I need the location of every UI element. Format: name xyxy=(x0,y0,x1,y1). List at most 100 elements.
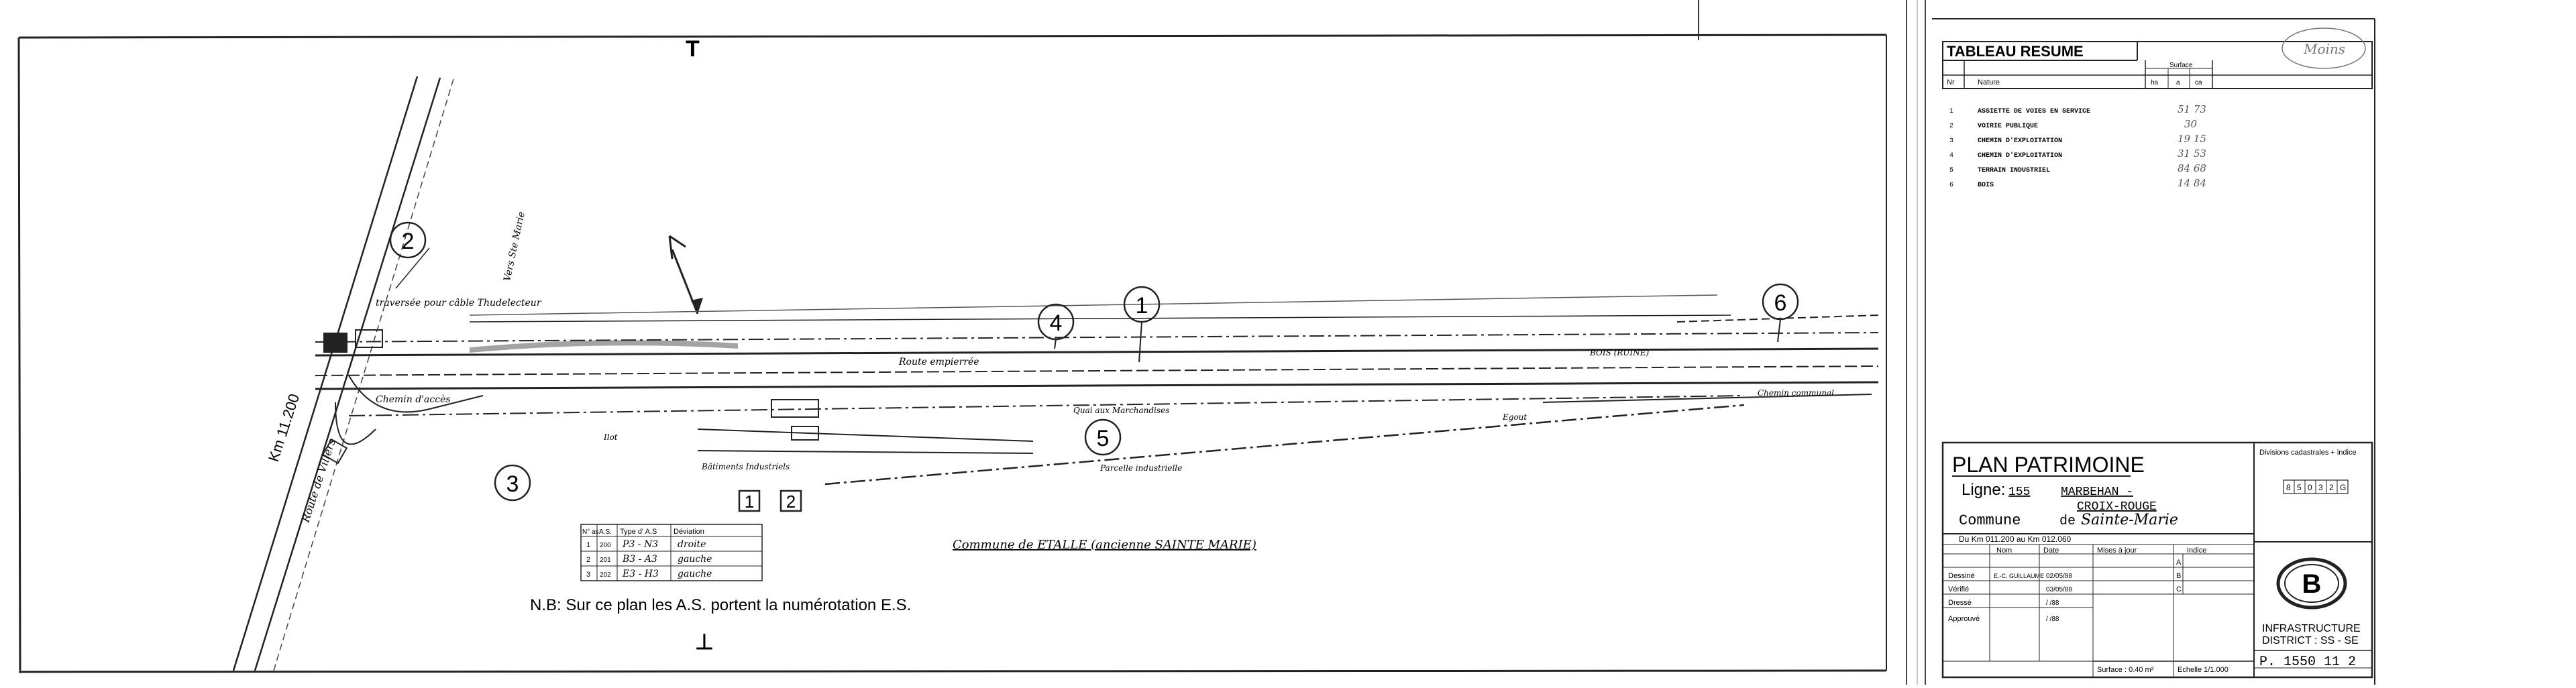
svg-text:201: 201 xyxy=(600,557,611,564)
svg-text:Vérifié: Vérifié xyxy=(1948,585,1969,593)
summary-row: 3 CHEMIN D'EXPLOITATION 19 15 xyxy=(1949,133,2206,145)
svg-text:A.S.: A.S. xyxy=(599,528,612,536)
svg-text:19 15: 19 15 xyxy=(2178,133,2206,145)
ilot-label: Ilot xyxy=(603,433,618,442)
scale-value: Echelle 1/1.000 xyxy=(2178,666,2229,674)
north-mark-bottom: ⊥ xyxy=(695,630,714,654)
road-left xyxy=(232,76,454,671)
svg-text:E.-C. GUILLAUME: E.-C. GUILLAUME xyxy=(1994,573,2044,579)
bois-label: BOIS (RUINE) xyxy=(1589,348,1649,357)
svg-text:gauche: gauche xyxy=(678,554,712,565)
sncb-logo-icon: B xyxy=(2276,557,2347,610)
north-arrow-icon xyxy=(668,235,703,314)
svg-text:5: 5 xyxy=(2297,483,2302,492)
svg-text:BOIS: BOIS xyxy=(1978,182,1994,189)
ligne-from: MARBEHAN - xyxy=(2061,485,2133,499)
svg-text:8: 8 xyxy=(2286,483,2291,492)
svg-text:/ /88: / /88 xyxy=(2046,599,2059,607)
svg-text:A: A xyxy=(2176,559,2182,567)
ligne-to: CROIX-ROUGE xyxy=(2077,500,2157,514)
approval-row: Approuvé / /88 xyxy=(1948,615,2059,623)
chemin-label: Chemin d'accès xyxy=(376,394,451,405)
ecoulement-label: Egout xyxy=(1502,412,1527,422)
circled-label: 2 xyxy=(389,221,427,259)
crossing-label: traversée pour câble Thudelecteur xyxy=(376,298,542,308)
plan-number: P. 1550 11 2 xyxy=(2259,654,2356,670)
svg-text:5: 5 xyxy=(1949,167,1953,174)
svg-text:03/05/88: 03/05/88 xyxy=(2046,586,2072,593)
approval-row: Dessiné E.-C. GUILLAUME 02/05/88 xyxy=(1948,572,2072,580)
circled-label: 6 xyxy=(1762,283,1799,343)
svg-text:Nom: Nom xyxy=(1996,547,2012,555)
route-label: Route empierrée xyxy=(898,357,979,367)
communal-label: Chemin communal xyxy=(1758,388,1834,398)
svg-text:P3 - N3: P3 - N3 xyxy=(622,539,658,550)
svg-text:2: 2 xyxy=(1949,123,1953,130)
railway-tracks xyxy=(315,294,1879,485)
summary-row: 5 TERRAIN INDUSTRIEL 84 68 xyxy=(1949,162,2206,174)
svg-text:202: 202 xyxy=(600,571,611,579)
svg-text:a: a xyxy=(2176,79,2180,87)
summary-row: 2 VOIRIE PUBLIQUE 30 xyxy=(1949,118,2198,130)
district-line2: DISTRICT : SS - SE xyxy=(2262,635,2359,646)
svg-text:1: 1 xyxy=(1136,293,1148,319)
circled-label: 1 xyxy=(1123,286,1161,363)
parcel-label: Parcelle industrielle xyxy=(1099,463,1182,473)
divisions-label: Divisions cadastrales + indice xyxy=(2259,449,2357,457)
svg-text:31 53: 31 53 xyxy=(2178,148,2206,160)
svg-text:Approuvé: Approuvé xyxy=(1948,615,1980,623)
svg-text:84 68: 84 68 xyxy=(2178,162,2206,174)
svg-text:Commune: Commune xyxy=(1959,512,2021,529)
commune-name: Sainte-Marie xyxy=(2081,512,2178,528)
svg-text:51 73: 51 73 xyxy=(2178,103,2206,115)
svg-text:Type d' A.S: Type d' A.S xyxy=(620,528,657,536)
svg-text:0: 0 xyxy=(2308,483,2312,492)
summary-row: 1 ASSIETTE DE VOIES EN SERVICE 51 73 xyxy=(1949,103,2206,115)
svg-text:200: 200 xyxy=(600,542,611,549)
industrial-label: Bâtiments Industriels xyxy=(701,462,790,471)
svg-text:ha: ha xyxy=(2151,79,2159,87)
svg-text:droite: droite xyxy=(678,539,706,550)
summary-table: TABLEAU RESUME Nr Nature Surface ha a ca xyxy=(1942,41,2373,89)
svg-text:4: 4 xyxy=(1949,152,1953,160)
svg-text:TABLEAU RESUME: TABLEAU RESUME xyxy=(1947,43,2084,60)
svg-text:gauche: gauche xyxy=(678,569,712,579)
svg-text:1: 1 xyxy=(586,541,590,549)
as-table: N° as A.S. Type d' A.S Déviation 1 200 P… xyxy=(580,524,763,581)
svg-text:B3 - A3: B3 - A3 xyxy=(622,554,657,565)
svg-text:2: 2 xyxy=(2329,483,2334,492)
svg-text:4: 4 xyxy=(1050,310,1063,336)
svg-text:Nature: Nature xyxy=(1978,78,2000,87)
svg-text:VOIRIE PUBLIQUE: VOIRIE PUBLIQUE xyxy=(1978,123,2038,130)
km-range: Du Km 011.200 au Km 012.060 xyxy=(1959,534,2072,544)
svg-text:3: 3 xyxy=(2318,483,2323,492)
district-line1: INFRASTRUCTURE xyxy=(2262,623,2361,634)
quai-label: Quai aux Marchandises xyxy=(1073,406,1169,415)
svg-text:de: de xyxy=(2059,514,2076,529)
svg-text:Ligne:: Ligne: xyxy=(1962,481,2005,499)
square-label: 2 xyxy=(780,490,802,512)
svg-text:6: 6 xyxy=(1949,182,1953,189)
svg-text:14 84: 14 84 xyxy=(2178,177,2206,189)
svg-text:Déviation: Déviation xyxy=(674,528,704,536)
svg-text:G: G xyxy=(2340,483,2346,492)
svg-text:CHEMIN D'EXPLOITATION: CHEMIN D'EXPLOITATION xyxy=(1978,152,2062,160)
svg-text:3: 3 xyxy=(586,571,590,579)
plan-title: PLAN PATRIMOINE xyxy=(1952,453,2145,477)
commune-text: Commune de ETALLE (ancienne SAINTE MARIE… xyxy=(953,538,1256,552)
square-label: 1 xyxy=(738,490,761,512)
svg-text:ASSIETTE DE VOIES EN SERVICE: ASSIETTE DE VOIES EN SERVICE xyxy=(1978,108,2090,115)
svg-text:B: B xyxy=(2176,572,2181,580)
svg-text:02/05/88: 02/05/88 xyxy=(2046,573,2072,580)
svg-text:1: 1 xyxy=(745,492,754,512)
crossing-detail xyxy=(321,247,484,465)
svg-text:Surface: Surface xyxy=(2169,62,2193,69)
division-cells: 8 5 0 3 2 G xyxy=(2283,479,2349,494)
plan-note: N.B: Sur ce plan les A.S. portent la num… xyxy=(530,596,911,614)
svg-text:2: 2 xyxy=(586,556,590,564)
svg-text:C: C xyxy=(2176,585,2182,593)
svg-text:Nr: Nr xyxy=(1947,78,1955,87)
circled-label: 4 xyxy=(1037,303,1075,349)
